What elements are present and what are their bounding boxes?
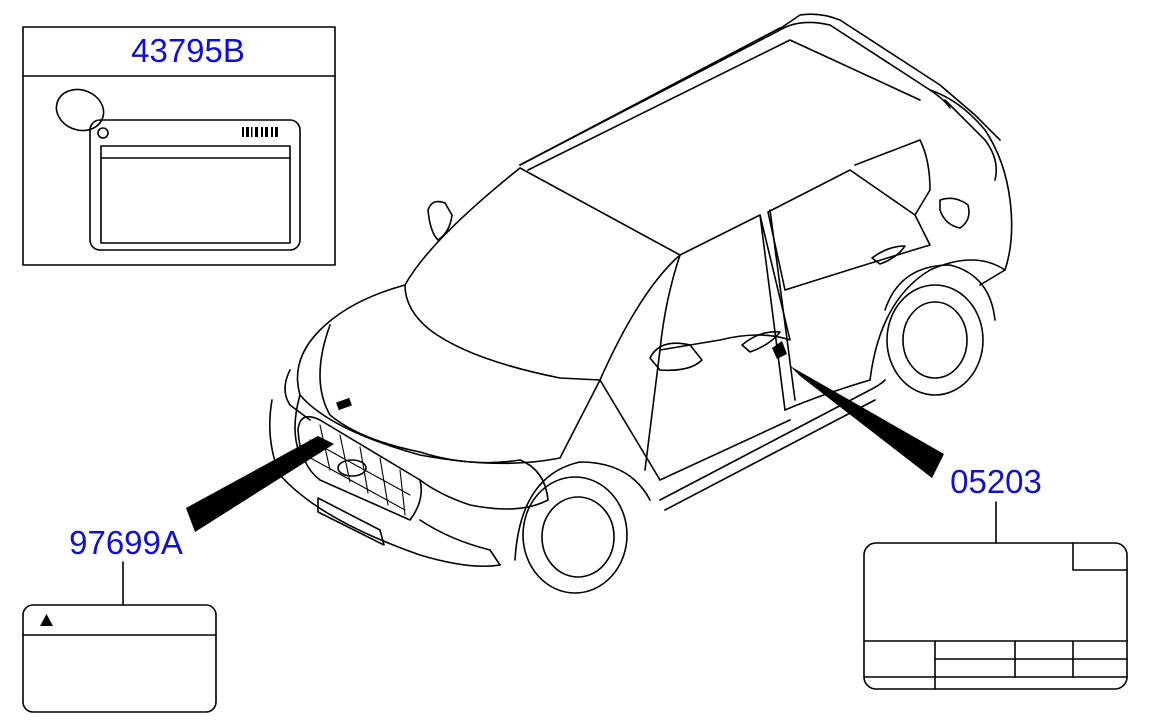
hang-tag [55,88,301,251]
vehicle-line-drawing [268,13,1013,594]
label-box-05203 [863,542,1128,690]
label-box-43795b [22,26,336,266]
callout-43795b[interactable]: 43795B [22,26,336,266]
label-location-marker-door [772,341,787,359]
callout-97699a[interactable]: 97699A [22,397,352,713]
label-location-marker-hood [336,397,352,411]
part-number-97699a: 97699A [69,524,183,561]
label-box-97699a [22,604,217,713]
barcode-icon [242,127,278,137]
leader-wedge-97699a [186,436,334,532]
warning-triangle-icon [40,614,53,626]
part-number-05203: 05203 [950,463,1042,500]
callout-05203[interactable]: 05203 [772,341,1128,690]
leader-wedge-05203 [790,366,944,478]
part-number-43795b: 43795B [131,32,245,69]
